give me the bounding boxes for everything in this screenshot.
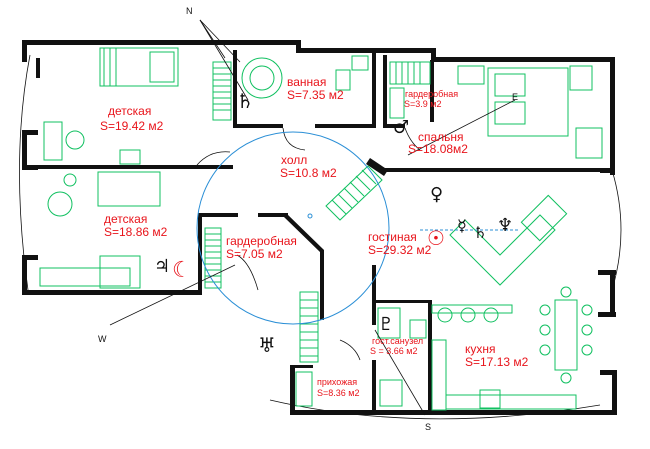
room-label-wardrobe-small: гардеробная S=3.9 м2 [404, 89, 458, 109]
room-name: кухня [465, 342, 496, 356]
room-area: S=3.9 м2 [404, 99, 441, 109]
room-label-children1: детская S=19.42 м2 [100, 104, 164, 133]
room-label-hall: холл S=10.8 м2 [280, 153, 337, 180]
uranus-icon: ♅ [258, 333, 276, 357]
facade-curve-left [19, 54, 31, 291]
room-name: спальня [418, 130, 464, 144]
mercury-icon: ☿ [457, 216, 467, 235]
room-name: гост.санузел [372, 336, 423, 346]
compass-west-label: W [98, 334, 107, 344]
room-area: S=19.42 м2 [100, 119, 164, 133]
room-label-guest-wc: гост.санузел S = 3.66 м2 [370, 336, 423, 356]
room-area: S=29.32 м2 [368, 243, 432, 257]
saturn-icon-2: ♄ [473, 223, 487, 242]
room-name: прихожая [317, 377, 357, 387]
room-label-bedroom: спальня S=18.08м2 [408, 130, 468, 156]
room-name: детская [108, 104, 151, 118]
furniture [39, 47, 603, 411]
room-name: гостиная [368, 230, 417, 244]
room-name: детская [104, 212, 147, 226]
room-label-bathroom: ванная S=7.35 м2 [287, 75, 344, 102]
compass-east-label: E [512, 92, 518, 102]
moon-icon: ☾ [172, 258, 192, 283]
venus-icon: ♀ [430, 184, 443, 205]
room-area: S=17.13 м2 [465, 355, 529, 369]
pluto-icon: ♇ [378, 314, 394, 335]
room-area: S = 3.66 м2 [370, 346, 417, 356]
saturn-icon: ♄ [236, 89, 254, 113]
compass-axes [109, 19, 516, 416]
room-area: S=8.36 м2 [317, 388, 359, 398]
room-area: S=10.8 м2 [280, 166, 337, 180]
facade-curve-right [611, 169, 622, 291]
compass-north-label: N [186, 6, 193, 16]
doors [196, 127, 421, 361]
room-area: S=7.35 м2 [287, 88, 344, 102]
room-name: гардеробная [226, 234, 297, 248]
room-label-children2: детская S=18.86 м2 [104, 212, 168, 239]
jupiter-icon: ♃ [154, 256, 170, 277]
room-label-kitchen: кухня S=17.13 м2 [465, 342, 529, 369]
room-name: холл [281, 153, 307, 167]
mars-icon: ♂ [393, 117, 409, 138]
room-area: S=7.05 м2 [226, 247, 283, 261]
room-name: гардеробная [405, 89, 458, 99]
room-label-living: гостиная S=29.32 м2 [368, 230, 432, 257]
room-area: S=18.86 м2 [104, 225, 168, 239]
room-label-wardrobe-big: гардеробная S=7.05 м2 [226, 234, 297, 261]
neptune-icon: ♆ [497, 215, 513, 236]
bagua-circle [196, 131, 520, 325]
sun-icon: ☉ [427, 226, 445, 250]
room-name: ванная [287, 75, 326, 89]
room-label-entry: прихожая S=8.36 м2 [317, 377, 359, 398]
room-area: S=18.08м2 [408, 142, 468, 156]
compass-south-label: S [425, 422, 431, 432]
